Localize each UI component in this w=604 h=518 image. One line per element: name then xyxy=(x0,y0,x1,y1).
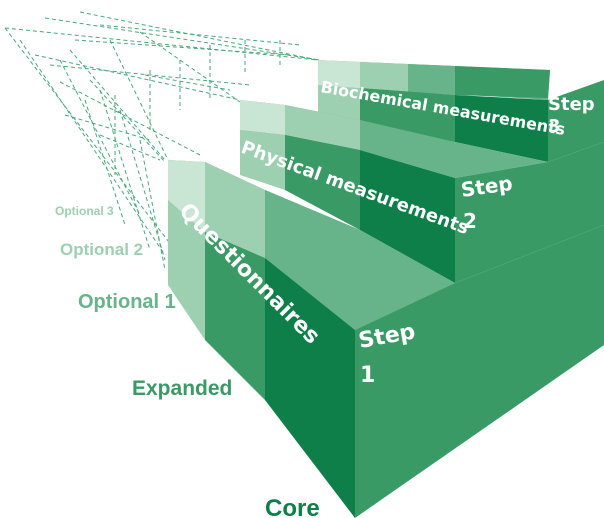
level-optional-1: Optional 1 xyxy=(78,291,176,313)
level-labels: Optional 3 Optional 2 Optional 1 Expande… xyxy=(55,204,320,518)
level-optional-3: Optional 3 xyxy=(55,204,114,218)
step-3-number: 3 xyxy=(548,116,561,137)
step-2-number: 2 xyxy=(463,209,477,233)
step-3-block xyxy=(318,60,604,162)
level-optional-2: Optional 2 xyxy=(60,240,143,259)
level-expanded: Expanded xyxy=(132,377,232,400)
step-1-block xyxy=(168,160,604,518)
level-core: Core xyxy=(265,495,320,518)
step-2-block xyxy=(240,100,604,283)
step-3-label: Step xyxy=(548,94,595,115)
dashed-wireframe xyxy=(4,11,321,271)
step-1-number: 1 xyxy=(360,363,375,388)
